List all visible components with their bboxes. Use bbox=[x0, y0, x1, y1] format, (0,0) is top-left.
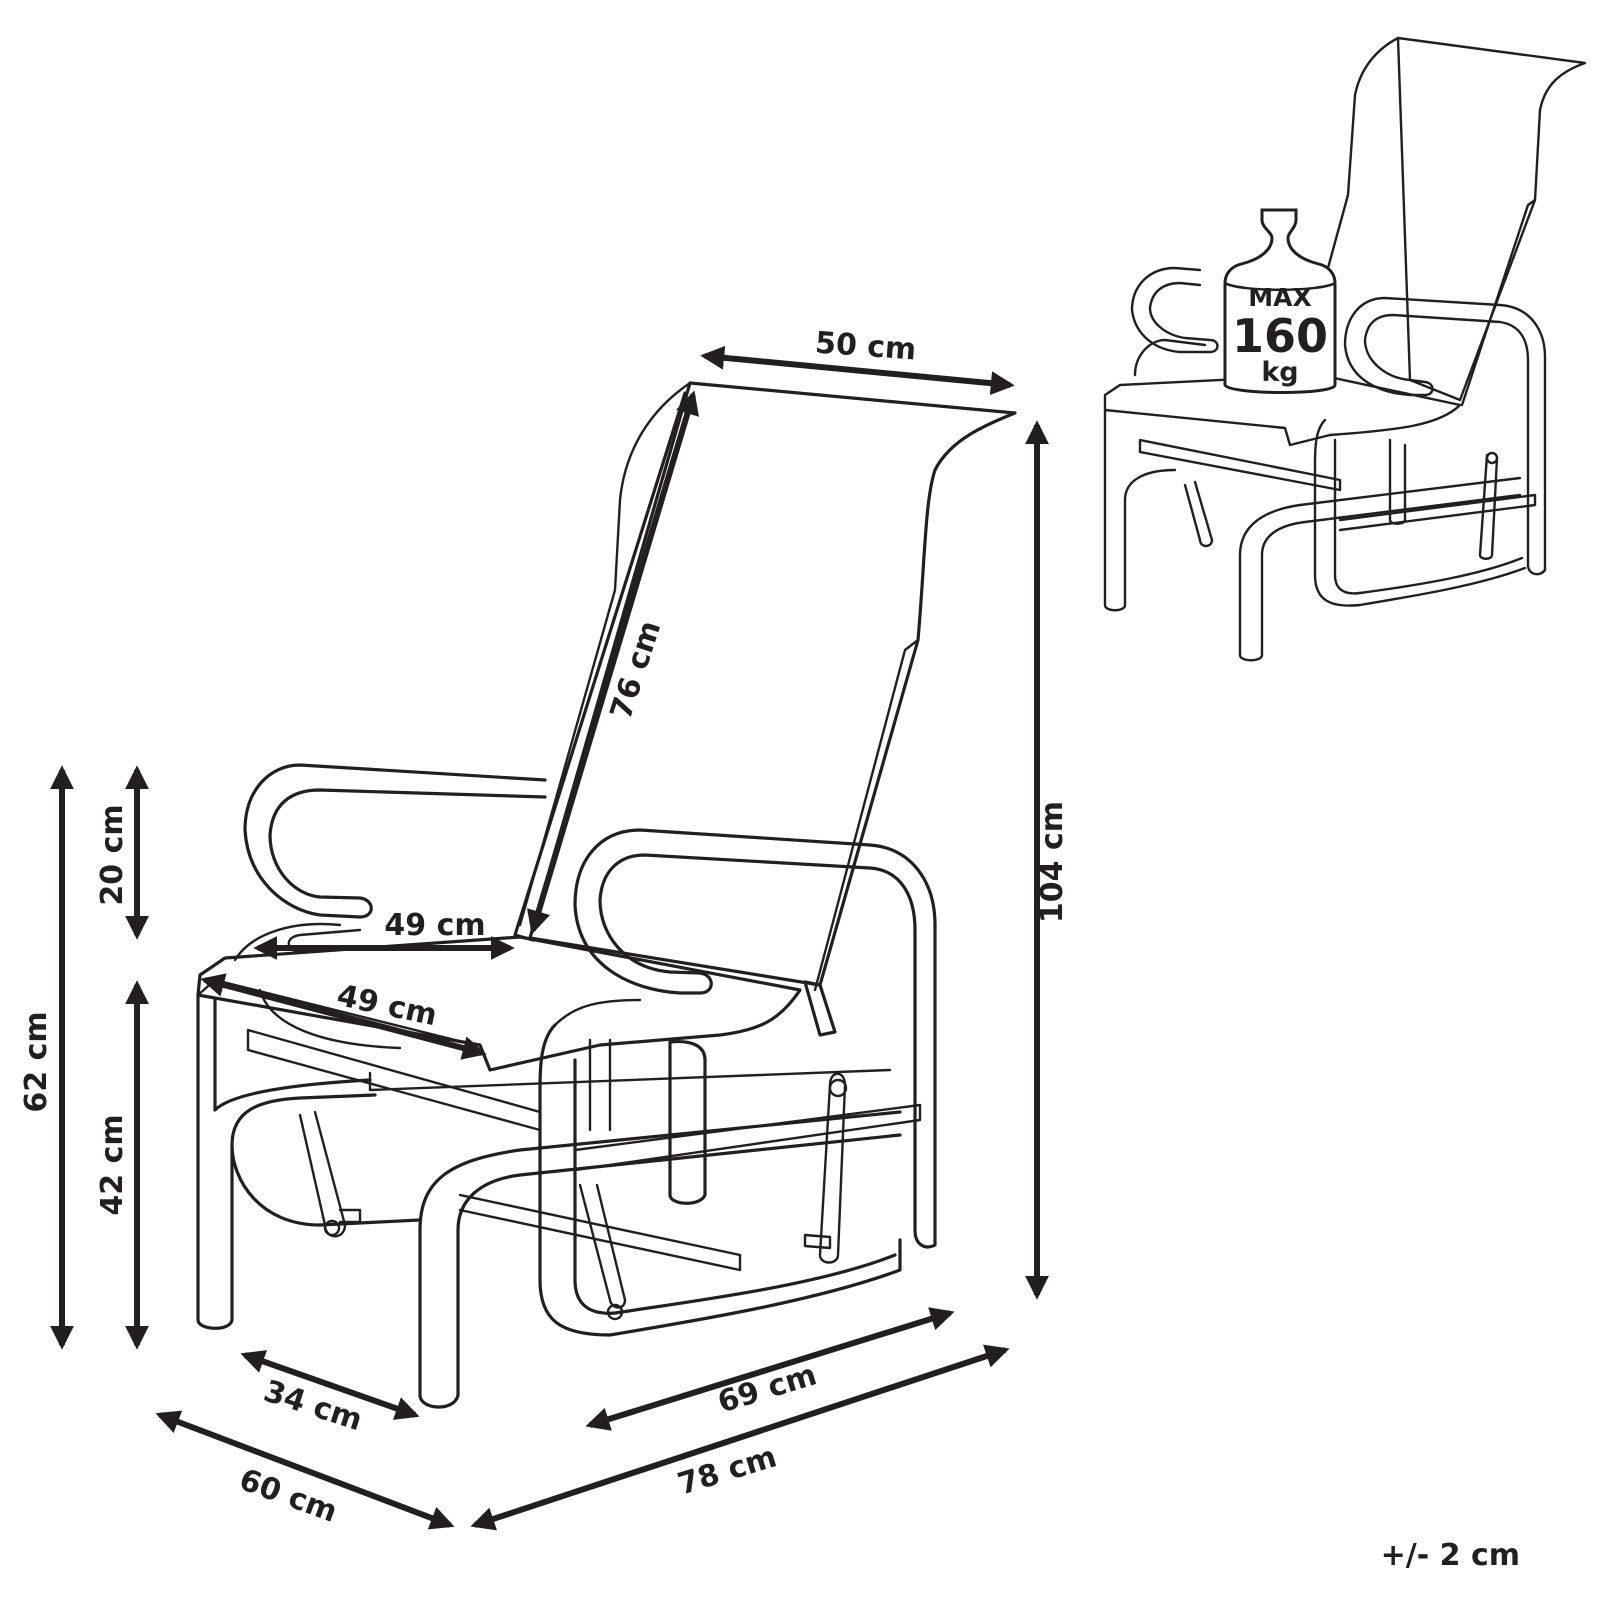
label-inner-depth: 34 cm bbox=[259, 1374, 366, 1439]
main-chair-illustration bbox=[196, 381, 1017, 1409]
label-width-top: 50 cm bbox=[814, 326, 917, 368]
max-load-line2: 160 bbox=[1232, 309, 1328, 363]
label-seat-width: 49 cm bbox=[384, 908, 485, 943]
max-load-line3: kg bbox=[1261, 357, 1298, 388]
label-length: 78 cm bbox=[674, 1439, 781, 1502]
small-chair-illustration bbox=[1103, 36, 1587, 662]
max-load-line1: MAX bbox=[1248, 283, 1312, 312]
label-total-height: 104 cm bbox=[1035, 801, 1070, 923]
label-depth: 60 cm bbox=[235, 1462, 342, 1530]
tolerance-label: +/- 2 cm bbox=[1381, 1538, 1520, 1573]
label-armrest-height-above-seat: 20 cm bbox=[95, 804, 130, 905]
weight-icon bbox=[1223, 208, 1337, 394]
dimension-lines bbox=[50, 345, 1049, 1531]
label-seat-height: 42 cm bbox=[95, 1114, 130, 1215]
label-armrest-height: 62 cm bbox=[19, 1011, 54, 1112]
